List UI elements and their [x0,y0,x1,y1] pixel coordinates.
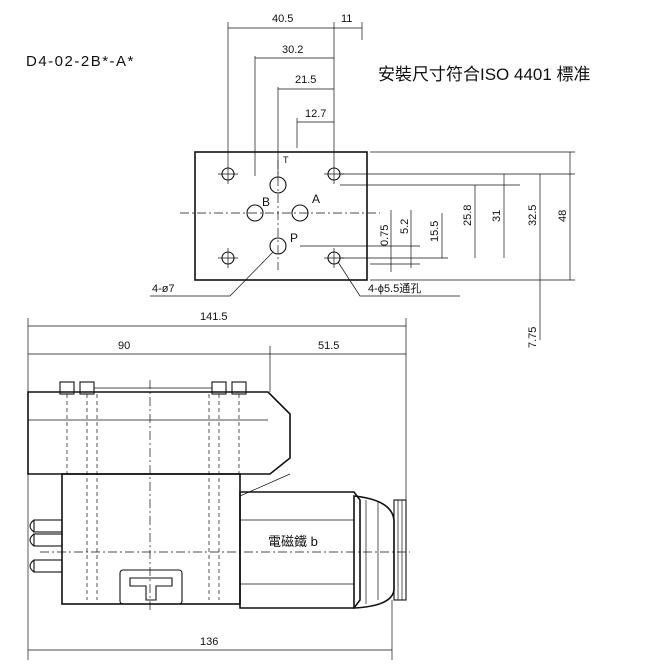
dim-label-12-7: 12.7 [305,108,326,120]
callout-mount-holes: 4-ϕ5.5通孔 [368,282,421,295]
dim-label-51-5: 51.5 [318,340,339,352]
logo-t-icon [129,577,173,601]
dim-label-15-5: 15.5 [429,221,441,242]
dim-label-11: 11 [341,13,352,25]
dim-label-90: 90 [118,340,130,352]
dim-label-0-75: 0.75 [379,225,391,246]
leader-mount-holes [337,261,460,297]
dim-label-30-2: 30.2 [282,44,303,56]
dim-label-141-5: 141.5 [200,311,228,323]
port-hole-t [269,176,287,194]
solenoid-housing [61,473,241,605]
valve-body-outline [27,391,291,475]
port-label-a: A [312,192,320,206]
callout-port-holes: 4-ø7 [152,283,175,295]
port-hole-a [291,204,309,222]
port-hole-p [269,237,287,255]
leader-port-holes [150,251,274,297]
solenoid-label: 電磁鐵 b [268,534,318,549]
dim-label-48: 48 [557,210,569,222]
dim-label-7-75: 7.75 [527,327,539,348]
mounting-plate-outline [194,151,368,281]
dim-label-32-5: 32.5 [527,205,539,226]
standard-note: 安裝尺寸符合ISO 4401 標准 [378,65,591,84]
top-view: 40.5 11 30.2 21.5 12.7 T B A P [150,13,575,348]
side-view: 141.5 90 51.5 136 [27,311,410,660]
model-code: D4-02-2B*-A* [26,53,135,70]
dim-label-25-8: 25.8 [462,205,474,226]
logo-plate [119,569,183,605]
dim-label-31: 31 [491,210,503,222]
connector-cap [393,499,407,601]
dim-label-136: 136 [200,636,218,648]
dim-label-21-5: 21.5 [295,74,316,86]
dim-label-5-2: 5.2 [399,219,411,234]
dim-label-40-5: 40.5 [272,13,293,25]
coil-body [239,491,361,609]
port-hole-b [246,204,264,222]
port-label-b: B [262,195,270,209]
port-label-t: T [283,155,289,165]
port-label-p: P [290,231,298,245]
